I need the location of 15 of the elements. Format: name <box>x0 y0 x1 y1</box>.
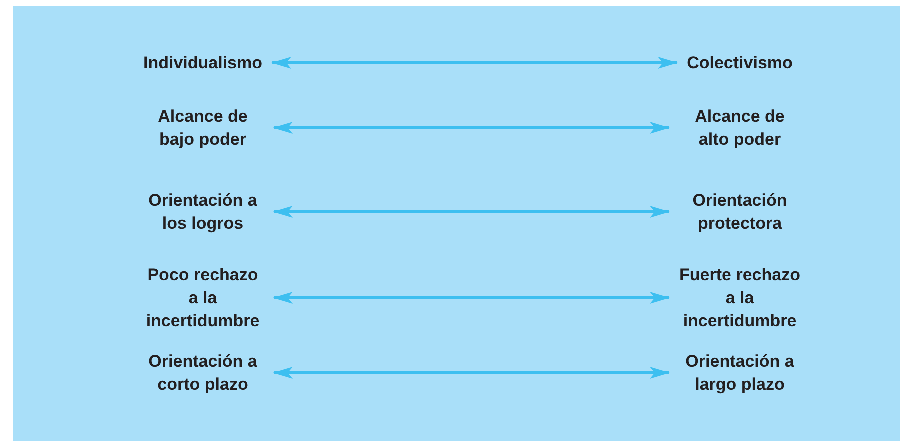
double-arrow <box>273 367 670 379</box>
text-label: Fuerte rechazo a la incertidumbre <box>679 264 801 332</box>
text-label: Alcance de bajo poder <box>142 105 264 151</box>
double-arrow <box>273 292 670 304</box>
text-label: Individualismo <box>143 52 263 74</box>
double-arrow <box>272 57 678 69</box>
text-label: Poco rechazo a la incertidumbre <box>142 264 264 332</box>
text-label: Alcance de alto poder <box>679 105 801 151</box>
text-label: Colectivismo <box>687 52 793 74</box>
text-label: Orientación a largo plazo <box>679 350 801 396</box>
double-arrow <box>273 206 670 218</box>
text-label: Orientación a corto plazo <box>142 350 264 396</box>
double-arrow <box>273 122 670 134</box>
text-label: Orientación protectora <box>679 189 801 235</box>
text-label: Orientación a los logros <box>142 189 264 235</box>
